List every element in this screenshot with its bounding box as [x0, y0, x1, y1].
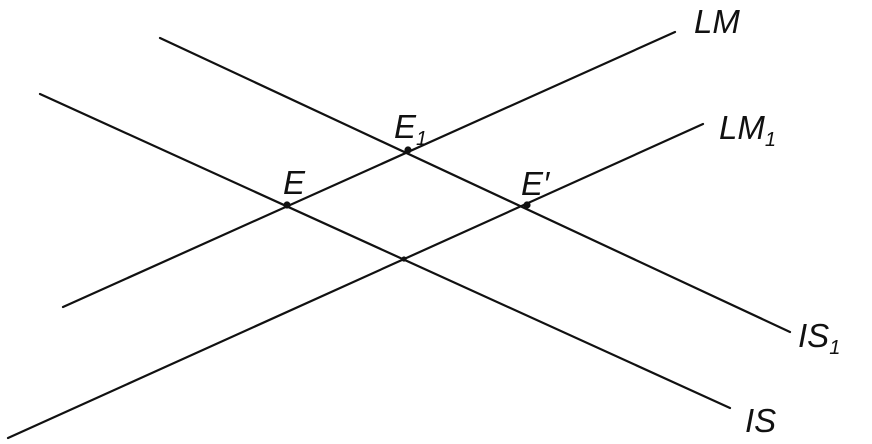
- point-eprime-marker: [523, 201, 531, 209]
- point-e-label: E: [283, 164, 306, 201]
- is1-label: IS1: [798, 317, 840, 359]
- is1-subscript: 1: [829, 337, 840, 359]
- lm1-subscript: 1: [765, 129, 776, 151]
- lm-curve: [61, 30, 677, 309]
- point-e1-subscript: 1: [416, 128, 427, 150]
- is1-curve: [158, 36, 792, 334]
- lm1-curve: [6, 122, 705, 440]
- lm-label: LM: [694, 3, 740, 40]
- point-e-marker: [283, 201, 291, 209]
- lm1-label: LM1: [719, 109, 776, 151]
- point-e1-label: E1: [394, 108, 427, 150]
- lm1-is-crossing-marker: [401, 256, 407, 262]
- point-e1-marker: [404, 146, 412, 154]
- is-curve: [38, 92, 732, 410]
- is-label: IS: [745, 402, 776, 439]
- point-eprime-label: E′: [521, 165, 551, 202]
